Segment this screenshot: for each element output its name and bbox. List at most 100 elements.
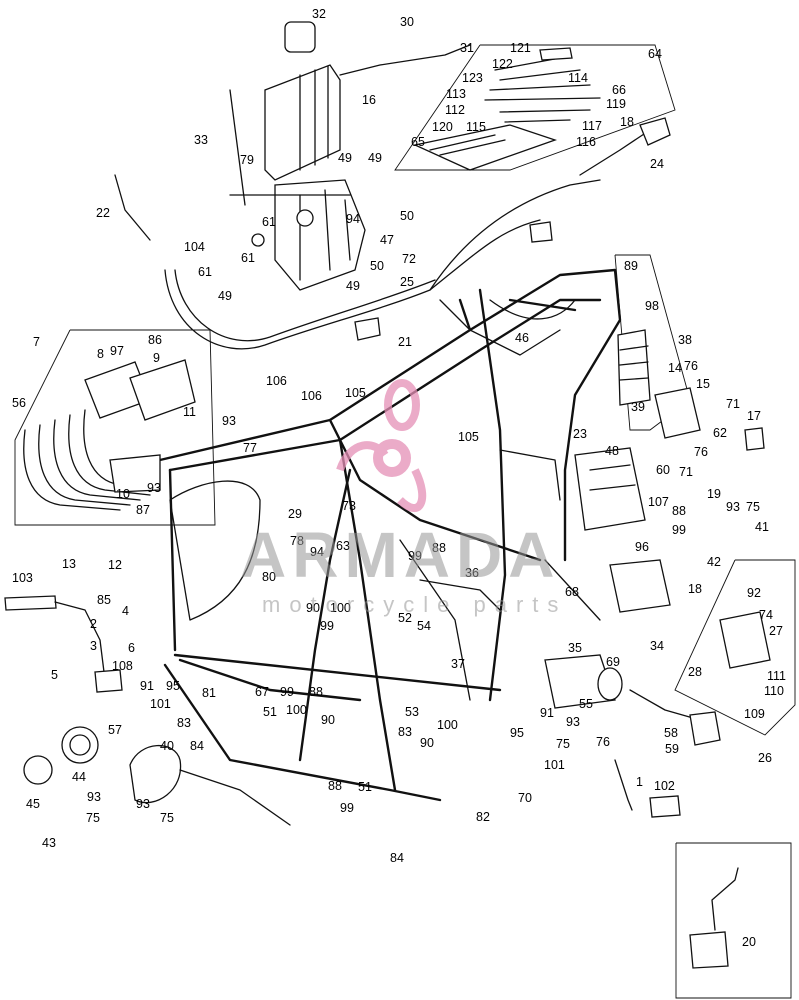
callout-106: 106 [301, 389, 322, 403]
callout-33: 33 [194, 133, 208, 147]
callout-49: 49 [218, 289, 232, 303]
callout-78: 78 [290, 534, 304, 548]
callout-88: 88 [309, 685, 323, 699]
callout-65: 65 [411, 135, 425, 149]
callout-99: 99 [340, 801, 354, 815]
callout-18: 18 [620, 115, 634, 129]
callout-69: 69 [606, 655, 620, 669]
callout-13: 13 [62, 557, 76, 571]
callout-67: 67 [255, 685, 269, 699]
callout-49: 49 [346, 279, 360, 293]
callout-16: 16 [362, 93, 376, 107]
group-box-top-right [394, 44, 676, 171]
callout-75: 75 [86, 811, 100, 825]
ignition-coils [617, 329, 651, 406]
callout-77: 77 [243, 441, 257, 455]
callout-29: 29 [288, 507, 302, 521]
callout-104: 104 [184, 240, 205, 254]
callout-113: 113 [446, 87, 466, 101]
callout-5: 5 [51, 668, 58, 682]
callout-81: 81 [202, 686, 216, 700]
watermark-brand: ARMADA [240, 519, 561, 591]
callout-95: 95 [166, 679, 180, 693]
main-frame [158, 268, 622, 802]
callout-47: 47 [380, 233, 394, 247]
callout-18: 18 [688, 582, 702, 596]
callout-89: 89 [624, 259, 638, 273]
callout-55: 55 [579, 697, 593, 711]
callout-22: 22 [96, 206, 110, 220]
callout-100: 100 [286, 703, 307, 717]
rear-brake-lever [614, 759, 681, 818]
callout-87: 87 [136, 503, 150, 517]
callout-71: 71 [726, 397, 740, 411]
callout-100: 100 [330, 601, 351, 615]
callout-48: 48 [605, 444, 619, 458]
callout-99: 99 [672, 523, 686, 537]
watermark-logo [336, 379, 427, 512]
callout-34: 34 [650, 639, 664, 653]
callout-107: 107 [648, 495, 669, 509]
callout-100: 100 [437, 718, 458, 732]
callout-86: 86 [148, 333, 162, 347]
callout-88: 88 [672, 504, 686, 518]
callout-21: 21 [398, 335, 412, 349]
callout-80: 80 [262, 570, 276, 584]
callout-54: 54 [417, 619, 431, 633]
battery [264, 21, 341, 181]
callout-70: 70 [518, 791, 532, 805]
callout-74: 74 [759, 608, 773, 622]
inset-box-20 [675, 842, 792, 999]
callout-39: 39 [631, 400, 645, 414]
callout-84: 84 [190, 739, 204, 753]
callout-90: 90 [306, 601, 320, 615]
footrest-peg [4, 595, 123, 693]
callout-72: 72 [402, 252, 416, 266]
callout-3: 3 [90, 639, 97, 653]
callout-8: 8 [97, 347, 104, 361]
callout-43: 43 [42, 836, 56, 850]
callout-97: 97 [110, 344, 124, 358]
callout-114: 114 [568, 71, 588, 85]
callout-105: 105 [458, 430, 479, 444]
fuse-relay-panel [412, 47, 601, 171]
callout-93: 93 [147, 481, 161, 495]
callout-45: 45 [26, 797, 40, 811]
ignition-switch [719, 611, 771, 669]
callout-15: 15 [696, 377, 710, 391]
callout-90: 90 [321, 713, 335, 727]
callout-31: 31 [460, 41, 474, 55]
callout-50: 50 [370, 259, 384, 273]
callout-41: 41 [755, 520, 769, 534]
callout-95: 95 [510, 726, 524, 740]
callout-10: 10 [116, 487, 130, 501]
callout-2: 2 [90, 617, 97, 631]
callout-85: 85 [97, 593, 111, 607]
callout-26: 26 [758, 751, 772, 765]
group-box-switch [674, 559, 796, 736]
callout-76: 76 [694, 445, 708, 459]
callout-88: 88 [328, 779, 342, 793]
callout-90: 90 [420, 736, 434, 750]
inset-part-20 [689, 867, 739, 969]
callout-12: 12 [108, 558, 122, 572]
callout-56: 56 [12, 396, 26, 410]
callout-96: 96 [635, 540, 649, 554]
callout-94: 94 [346, 212, 360, 226]
callout-117: 117 [582, 119, 602, 133]
callout-9: 9 [153, 351, 160, 365]
callout-91: 91 [540, 706, 554, 720]
callout-109: 109 [744, 707, 765, 721]
callout-49: 49 [338, 151, 352, 165]
callout-52: 52 [398, 611, 412, 625]
callout-93: 93 [136, 797, 150, 811]
callout-115: 115 [466, 120, 486, 134]
callout-116: 116 [576, 135, 596, 149]
callout-7: 7 [33, 335, 40, 349]
callout-93: 93 [222, 414, 236, 428]
horn [23, 726, 99, 785]
callout-32: 32 [312, 7, 326, 21]
